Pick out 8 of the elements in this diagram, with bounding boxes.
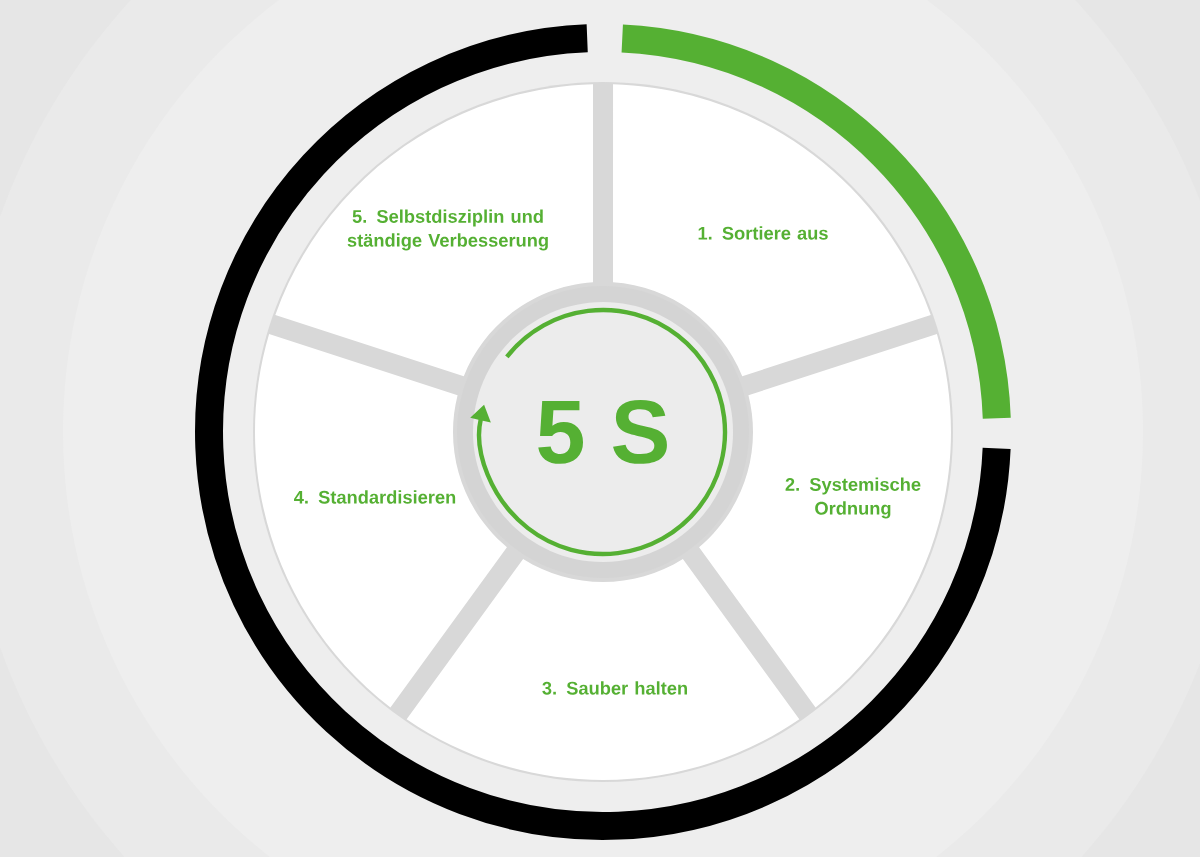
segment: 1. Sortiere aus <box>613 84 931 377</box>
node-label: 3. Sauber halten <box>542 681 687 695</box>
node-label: 4. Standardisieren <box>294 490 456 504</box>
segment: 4. Standardisieren <box>255 334 507 708</box>
segment: 5. Selbstdisziplin und ständige Verbesserung <box>275 84 593 377</box>
segment: 2. Systemische Ordnung <box>699 334 951 708</box>
node-label: 2. Systemische Ordnung <box>785 477 921 519</box>
segment: 3. Sauber halten <box>406 558 800 780</box>
